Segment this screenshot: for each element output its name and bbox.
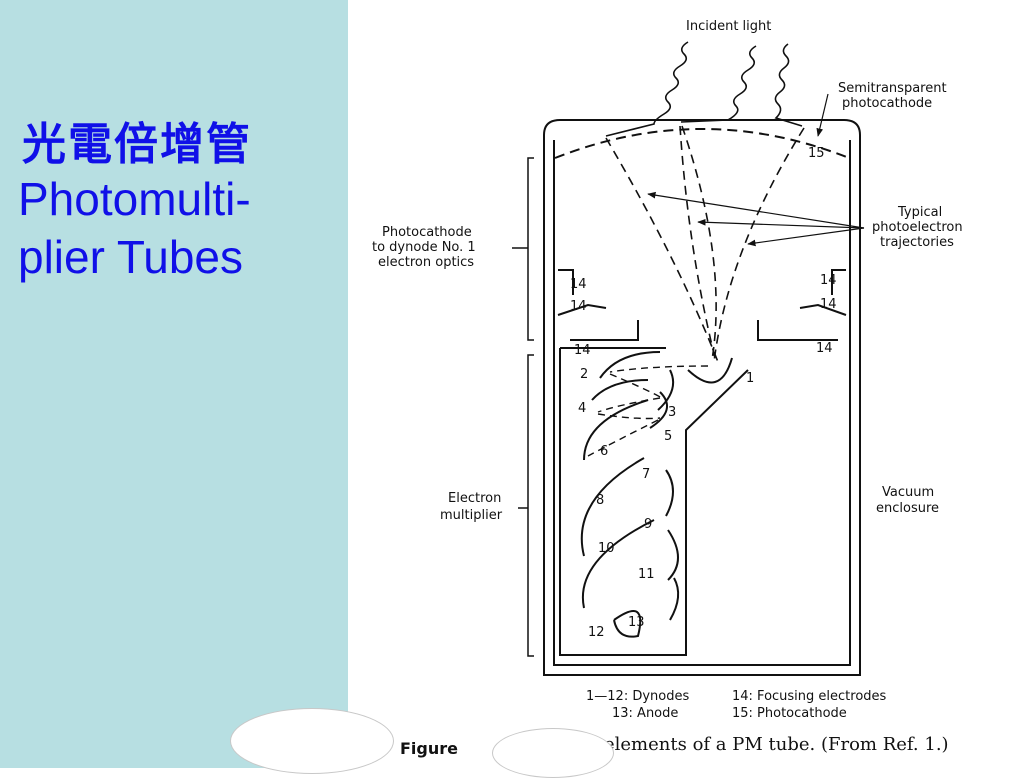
dynode-8 bbox=[580, 457, 645, 557]
enclosure-inner-wall bbox=[553, 140, 851, 666]
label-dynode-7: 7 bbox=[642, 467, 650, 482]
photocathode-arc bbox=[554, 128, 850, 159]
typical-label-line2: photoelectron bbox=[872, 220, 963, 235]
legend-anode: 13: Anode bbox=[612, 706, 678, 721]
focus-electrode-right-lower bbox=[799, 303, 847, 316]
photoelectron-trajectories bbox=[605, 125, 805, 363]
label-14-right-upper: 14 bbox=[820, 273, 837, 288]
label-dynode-5: 5 bbox=[664, 429, 672, 444]
pm-tube-diagram: Incident light Semitransparent photocath… bbox=[372, 19, 963, 758]
label-anode-13: 13 bbox=[628, 615, 645, 630]
label-14-right-lower: 14 bbox=[820, 297, 837, 312]
dynode-12-anode bbox=[613, 610, 642, 638]
slide-title-english-line2: plier Tubes bbox=[18, 231, 244, 283]
legend-photocathode: 15: Photocathode bbox=[732, 706, 847, 721]
trajectory-middle bbox=[679, 125, 717, 363]
vacuum-label-line2: enclosure bbox=[876, 501, 939, 516]
pointer-photocathode bbox=[816, 93, 829, 137]
dynode-10 bbox=[581, 519, 655, 609]
vacuum-enclosure bbox=[543, 119, 861, 676]
optics-label-line1: Photocathode bbox=[382, 225, 472, 240]
optics-label-line3: electron optics bbox=[378, 255, 474, 270]
incident-light-label: Incident light bbox=[686, 19, 771, 34]
label-14-left-upper: 14 bbox=[570, 277, 587, 292]
left-brackets bbox=[512, 157, 534, 657]
cascade-trajectories bbox=[587, 365, 709, 457]
optics-label-line2: to dynode No. 1 bbox=[372, 240, 476, 255]
incident-light-rays bbox=[605, 41, 803, 137]
bracket-electron-optics bbox=[527, 157, 534, 341]
title-panel: 光電倍增管 Photomulti- plier Tubes bbox=[0, 0, 348, 768]
multiplier-label-line1: Electron bbox=[448, 491, 501, 506]
dynode-2 bbox=[599, 351, 661, 379]
focus-electrode-left-upper bbox=[558, 269, 574, 295]
enclosure-outer-wall bbox=[543, 119, 861, 676]
label-dynode-3: 3 bbox=[668, 405, 676, 420]
pointer-2 bbox=[697, 218, 865, 229]
legend-focusing-electrodes: 14: Focusing electrodes bbox=[732, 689, 887, 704]
dynode-3 bbox=[657, 369, 674, 411]
label-dynode-1: 1 bbox=[746, 371, 754, 386]
pm-tube-figure: Incident light Semitransparent photocath… bbox=[348, 0, 1024, 768]
focus-electrode-right-base bbox=[757, 320, 838, 341]
pointer-3 bbox=[747, 227, 865, 247]
trajectory-left bbox=[605, 137, 719, 363]
multiplier-chamber bbox=[559, 348, 749, 656]
cascade-5-6 bbox=[587, 419, 659, 457]
light-ray-right bbox=[774, 43, 803, 127]
label-dynode-8: 8 bbox=[596, 493, 604, 508]
slide-title-english-line1: Photomulti- bbox=[18, 173, 251, 225]
dynode-4 bbox=[591, 379, 649, 401]
semitransparent-label-line1: Semitransparent bbox=[838, 81, 947, 96]
label-14-left-base: 14 bbox=[574, 343, 591, 358]
label-dynode-6: 6 bbox=[600, 444, 608, 459]
label-dynode-2: 2 bbox=[580, 367, 588, 382]
cascade-2-3 bbox=[609, 373, 663, 399]
dynode-7 bbox=[665, 469, 674, 517]
typical-label-line3: trajectories bbox=[880, 235, 954, 250]
focusing-electrodes bbox=[557, 269, 847, 341]
bottom-center-oval bbox=[492, 728, 614, 778]
label-14-right-base: 14 bbox=[816, 341, 833, 356]
trajectory-cross bbox=[681, 125, 717, 361]
focus-electrode-left-base bbox=[570, 320, 639, 341]
light-ray-left bbox=[605, 41, 689, 137]
dynode-11 bbox=[669, 577, 680, 621]
semitransparent-label-line2: photocathode bbox=[842, 96, 932, 111]
caption-text: elements of a PM tube. (From Ref. 1.) bbox=[604, 734, 949, 755]
cascade-1-2 bbox=[609, 365, 709, 373]
legend-dynodes: 1—12: Dynodes bbox=[586, 689, 689, 704]
vacuum-label-line1: Vacuum bbox=[882, 485, 934, 500]
label-dynode-10: 10 bbox=[598, 541, 615, 556]
typical-label-line1: Typical bbox=[897, 205, 942, 220]
cascade-3-4 bbox=[597, 397, 661, 413]
multiplier-label-line2: multiplier bbox=[440, 508, 503, 523]
bottom-left-oval bbox=[230, 708, 394, 774]
slide-title-english: Photomulti- plier Tubes bbox=[18, 170, 338, 286]
label-15: 15 bbox=[808, 146, 825, 161]
label-dynode-9: 9 bbox=[644, 517, 652, 532]
dynode-9 bbox=[667, 529, 679, 581]
light-ray-middle bbox=[680, 45, 757, 123]
label-14-left-lower: 14 bbox=[570, 299, 587, 314]
label-dynode-11: 11 bbox=[638, 567, 655, 582]
dynode-1 bbox=[687, 357, 733, 384]
bracket-electron-multiplier bbox=[527, 354, 534, 657]
trajectory-right bbox=[713, 127, 805, 363]
caption-figure-label: Figure bbox=[400, 739, 458, 758]
focus-electrode-right-upper bbox=[831, 269, 846, 295]
dynode-chain bbox=[580, 351, 733, 638]
cascade-4-5 bbox=[597, 413, 661, 420]
trajectory-pointers bbox=[647, 93, 865, 247]
pointer-1 bbox=[647, 191, 865, 229]
dynode-5 bbox=[649, 391, 669, 429]
dynode-6 bbox=[583, 399, 649, 461]
focus-electrode-left-lower bbox=[557, 303, 607, 316]
label-dynode-4: 4 bbox=[578, 401, 586, 416]
label-dynode-12: 12 bbox=[588, 625, 605, 640]
slide-title-chinese: 光電倍增管 bbox=[22, 119, 252, 170]
